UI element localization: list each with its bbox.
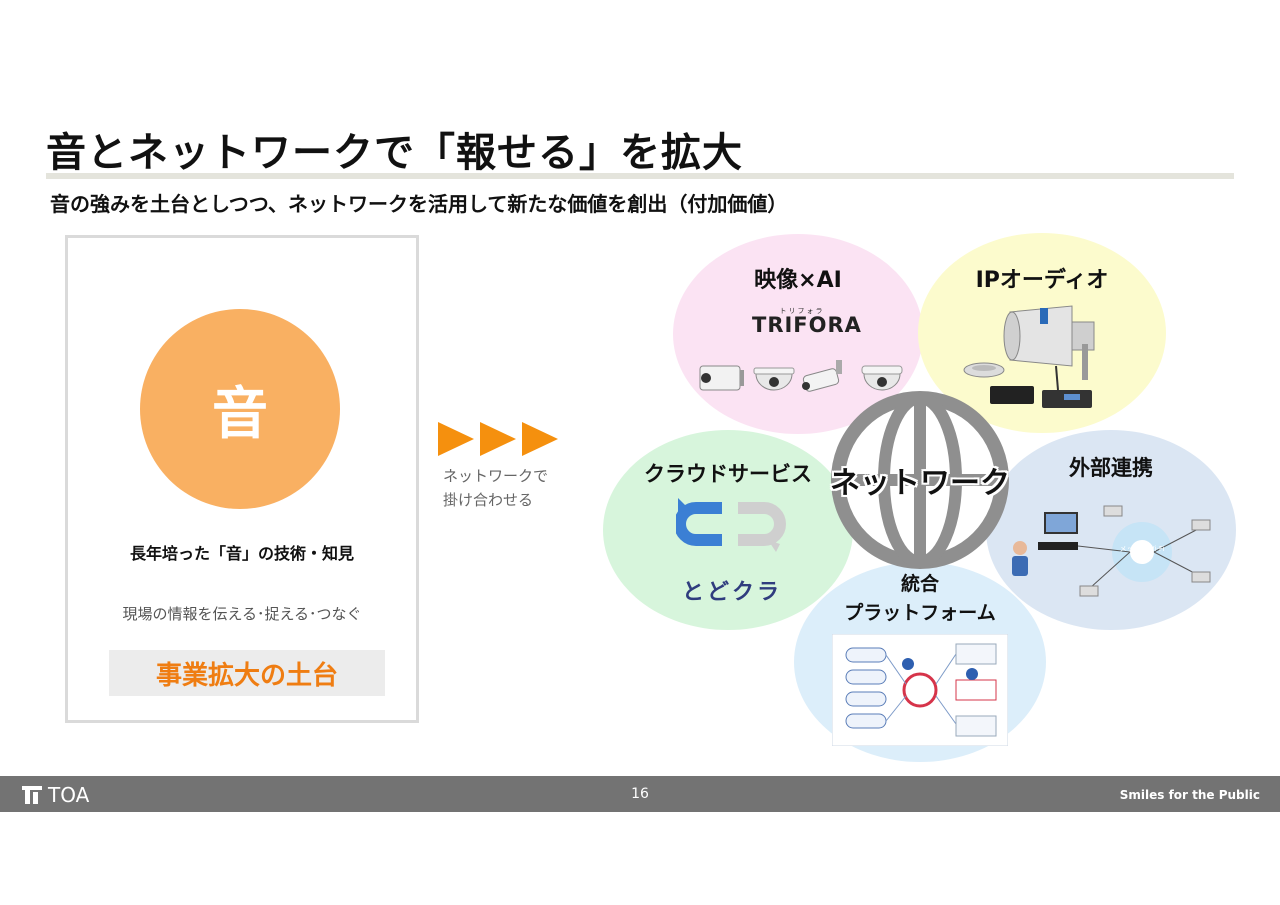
sound-circle-label: 音 — [212, 381, 268, 447]
ip-audio-devices-icon — [963, 305, 1095, 408]
network-label: ネットワーク — [830, 466, 1010, 501]
page-subtitle: 音の強みを土台としつつ、ネットワークを活用して新たな価値を創出（付加価値） — [50, 192, 788, 216]
platform-label-line1: 統合 — [900, 573, 939, 595]
external-link-label: 外部連携 — [1069, 456, 1153, 480]
toa-logo-icon — [22, 786, 42, 804]
cloud-service-bubble — [603, 430, 853, 630]
field-info-text: 現場の情報を伝える･捉える･つなぐ — [122, 605, 362, 623]
mesh-wifi-label: メッシュWi-Fi — [1119, 545, 1165, 553]
page-number: 16 — [631, 786, 649, 802]
external-system-diagram-icon — [1012, 505, 1211, 597]
business-base-band: 事業拡大の土台 — [109, 650, 385, 696]
footer-brand: TOA — [48, 783, 90, 807]
sound-circle: 音 — [140, 309, 340, 509]
trifora-logo: TRIFORA — [752, 313, 862, 337]
cloud-service-label: クラウドサービス — [644, 462, 812, 486]
footer-slogan: Smiles for the Public — [1119, 788, 1260, 802]
page-title: 音とネットワークで「報せる」を拡大 — [46, 130, 743, 176]
todokura-name: とどクラ — [681, 580, 782, 605]
tech-knowhow-text: 長年培った「音」の技術・知見 — [129, 544, 354, 563]
network-globe-icon — [831, 391, 1009, 569]
title-underline — [46, 173, 1234, 179]
ip-audio-label: IPオーディオ — [975, 268, 1109, 293]
combine-caption-line1: ネットワークで — [443, 467, 549, 485]
security-cameras-icon — [699, 360, 903, 392]
platform-diagram-icon — [832, 634, 1008, 746]
combine-caption-line2: 掛け合わせる — [443, 491, 534, 509]
platform-label-line2: プラットフォーム — [844, 602, 996, 624]
todokura-logo-icon — [676, 498, 786, 552]
triple-arrow-icon — [438, 422, 558, 456]
video-ai-label: 映像×AI — [754, 268, 842, 293]
business-base-label: 事業拡大の土台 — [155, 660, 338, 691]
trifora-kana: トリフォラ — [779, 307, 825, 315]
footer-bar — [0, 776, 1280, 812]
combine-caption: ネットワークで 掛け合わせる — [443, 464, 548, 512]
